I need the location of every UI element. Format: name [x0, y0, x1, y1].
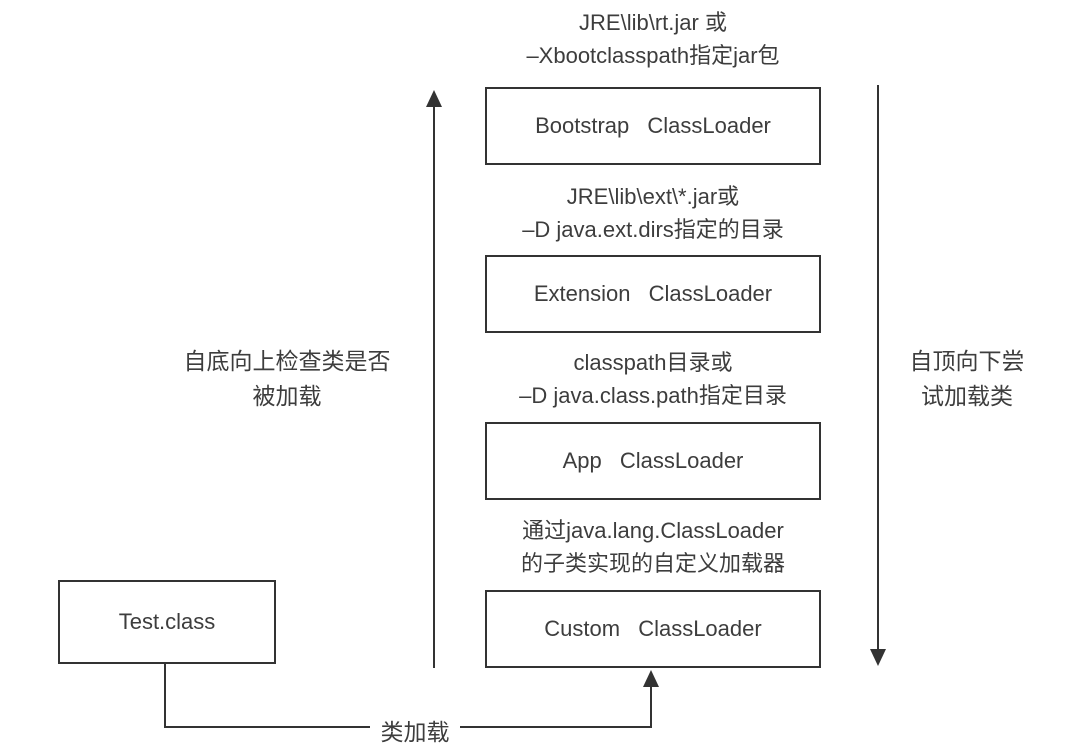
- class-load-label: 类加载: [370, 713, 460, 747]
- right-arrow-line: [877, 85, 879, 650]
- connector-right-segment: [460, 726, 652, 728]
- up-arrow-icon: [426, 90, 442, 107]
- caption-custom-source: 通过java.lang.ClassLoader 的子类实现的自定义加载器: [520, 518, 785, 576]
- app-classloader-box: App ClassLoader: [485, 422, 821, 500]
- up-arrow-to-custom-icon: [643, 670, 659, 687]
- extension-classloader-box: Extension ClassLoader: [485, 255, 821, 333]
- caption-app-source: classpath目录或 –D java.class.path指定目录: [519, 350, 787, 408]
- caption-extension-source: JRE\lib\ext\*.jar或 –D java.ext.dirs指定的目录: [522, 184, 784, 242]
- connector-up-line: [650, 685, 652, 728]
- connector-left-segment: [164, 726, 370, 728]
- top-down-load-label: 自顶向下尝 试加载类: [909, 348, 1025, 409]
- bottom-up-check-label: 自底向上检查类是否 被加载: [183, 348, 391, 409]
- custom-classloader-box: Custom ClassLoader: [485, 590, 821, 668]
- left-arrow-line: [433, 105, 435, 668]
- bootstrap-classloader-box: Bootstrap ClassLoader: [485, 87, 821, 165]
- down-arrow-icon: [870, 649, 886, 666]
- connector-down-line: [164, 662, 166, 728]
- test-class-box: Test.class: [58, 580, 276, 664]
- caption-bootstrap-source: JRE\lib\rt.jar 或 –Xbootclasspath指定jar包: [526, 10, 780, 68]
